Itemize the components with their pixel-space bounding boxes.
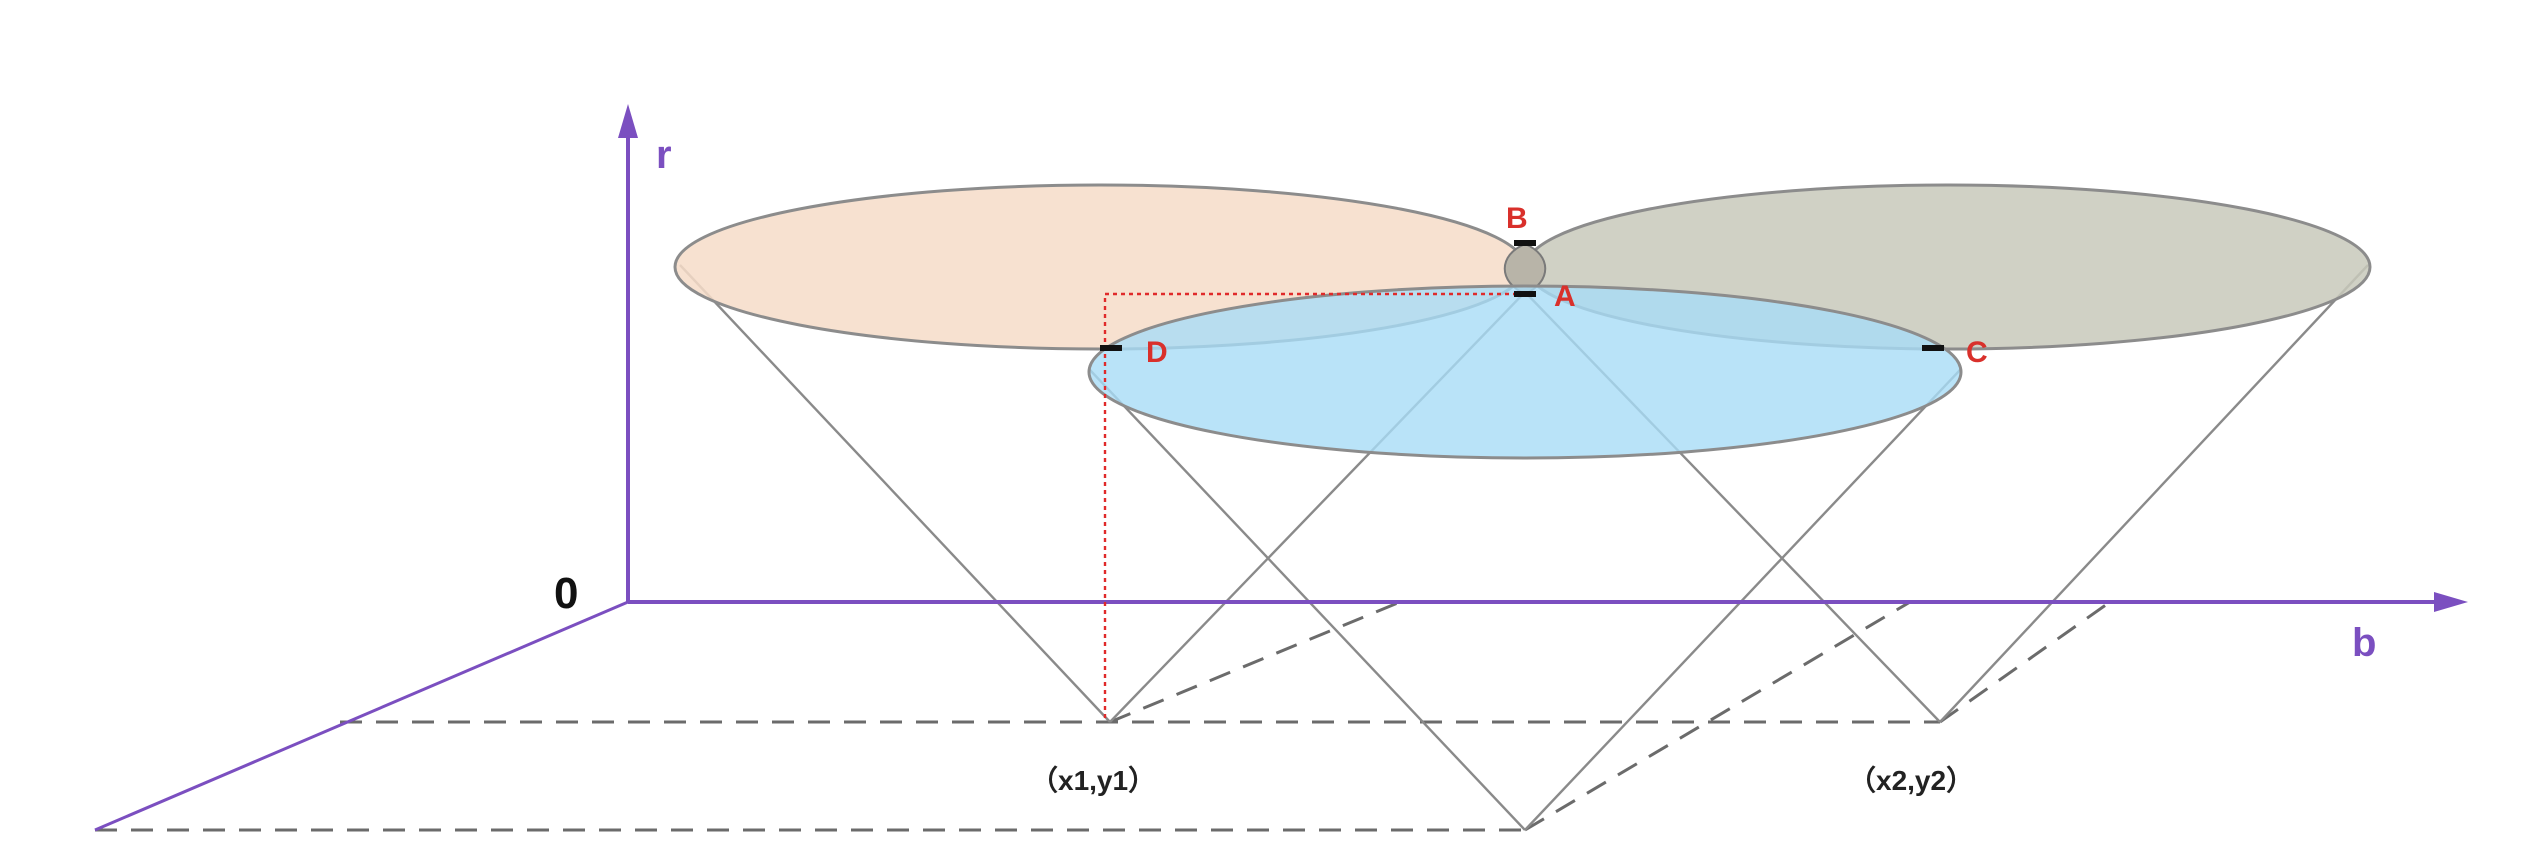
point-markers: [1100, 240, 1944, 351]
center-x1y1-label: （x1,y1）: [1030, 764, 1156, 796]
point-a-label: A: [1554, 280, 1576, 313]
vertical-axis-arrow-icon: [618, 104, 638, 138]
ground-plane: [95, 600, 2111, 832]
horizontal-axis-label: b: [2352, 621, 2376, 665]
point-c-label: C: [1966, 336, 1988, 369]
depth-axis: [94, 600, 629, 832]
projection-lines: [1103, 292, 1525, 722]
ground-diagonal-2: [1524, 600, 1911, 832]
vertical-axis-label: r: [656, 133, 672, 177]
point-labels: B A D C: [1146, 202, 1988, 369]
point-b-label: B: [1506, 202, 1528, 235]
left-cone-line-outer: [679, 264, 1111, 723]
center-labels: （x1,y1） （x2,y2）: [1030, 764, 1974, 796]
projection-to-x1y1: [1103, 292, 1525, 722]
right-cone-line-outer: [1939, 264, 2369, 723]
ground-diagonal-1: [1109, 600, 1401, 724]
ground-diagonal-3: [1939, 600, 2111, 724]
horizontal-axis-arrow-icon: [2434, 592, 2468, 612]
front-circle: [1087, 284, 1963, 460]
origin-label: 0: [554, 569, 578, 618]
center-x2y2-label: （x2,y2）: [1848, 764, 1974, 796]
point-d-label: D: [1146, 336, 1168, 369]
axes: r b 0: [94, 104, 2468, 832]
circles: [673, 183, 2372, 460]
